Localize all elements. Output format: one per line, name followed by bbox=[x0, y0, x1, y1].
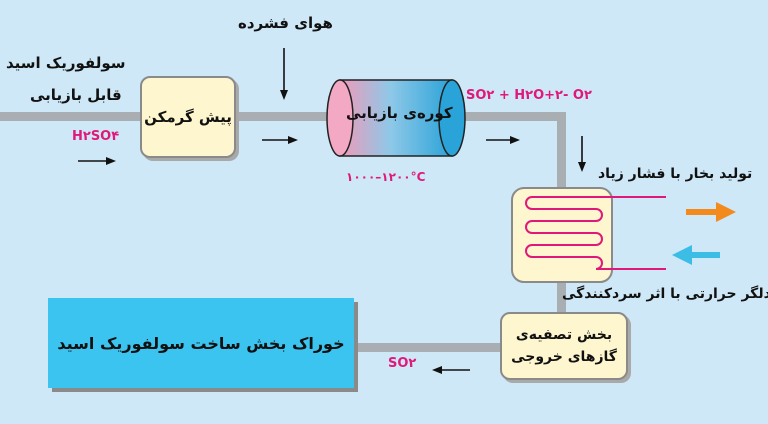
cleaning-label-line1: بخش تصفیه‌ی bbox=[515, 327, 613, 343]
cleaning-label-line2: گازهای خروجی bbox=[511, 349, 617, 365]
pipe-preheater-furnace bbox=[236, 112, 336, 121]
pipe-inlet bbox=[0, 112, 142, 121]
heat-exchanger-coil bbox=[525, 196, 666, 270]
hot-out-arrow bbox=[686, 202, 736, 222]
cold-in-arrow bbox=[672, 245, 720, 265]
pipe-exchanger-to-cleaning bbox=[557, 278, 566, 314]
steam-label: تولید بخار با فشار زیاد bbox=[598, 166, 753, 182]
furnace-label: کوره‌ی بازیابی bbox=[346, 104, 453, 122]
feed-box: خوراک بخش ساخت سولفوریک اسید bbox=[48, 298, 354, 388]
filtered-air-label: هوای فشرده bbox=[238, 14, 333, 32]
acid-label-line2: قابل بازیابی bbox=[30, 86, 122, 104]
products-formula: SO۲ + H۲O+۲- O۲ bbox=[466, 88, 592, 103]
furnace-cylinder bbox=[326, 79, 466, 157]
heat-exchanger-unit bbox=[511, 187, 666, 283]
acid-formula: H۲SO۴ bbox=[72, 129, 120, 144]
heat-exchanger-label: تبادلگر حرارتی با اثر سردکنندگی bbox=[562, 286, 768, 302]
pipe-down-to-exchanger bbox=[557, 112, 566, 192]
acid-label-line1: سولفوریک اسید bbox=[6, 54, 126, 72]
temp-range-label: ۱۰۰۰–۱۲۰۰°C bbox=[346, 170, 426, 184]
preheater-box: پیش گرمکن bbox=[140, 76, 236, 158]
flow-arrows bbox=[78, 48, 586, 374]
preheater-label: پیش گرمکن bbox=[144, 108, 232, 126]
pipe-cleaning-to-feed bbox=[356, 343, 502, 352]
cleaning-box: بخش تصفیه‌ی گازهای خروجی bbox=[500, 312, 628, 380]
feed-label: خوراک بخش ساخت سولفوریک اسید bbox=[57, 333, 345, 353]
pipe-furnace-out bbox=[462, 112, 566, 121]
so2-label: SO۲ bbox=[388, 356, 417, 371]
pipes bbox=[0, 112, 566, 352]
